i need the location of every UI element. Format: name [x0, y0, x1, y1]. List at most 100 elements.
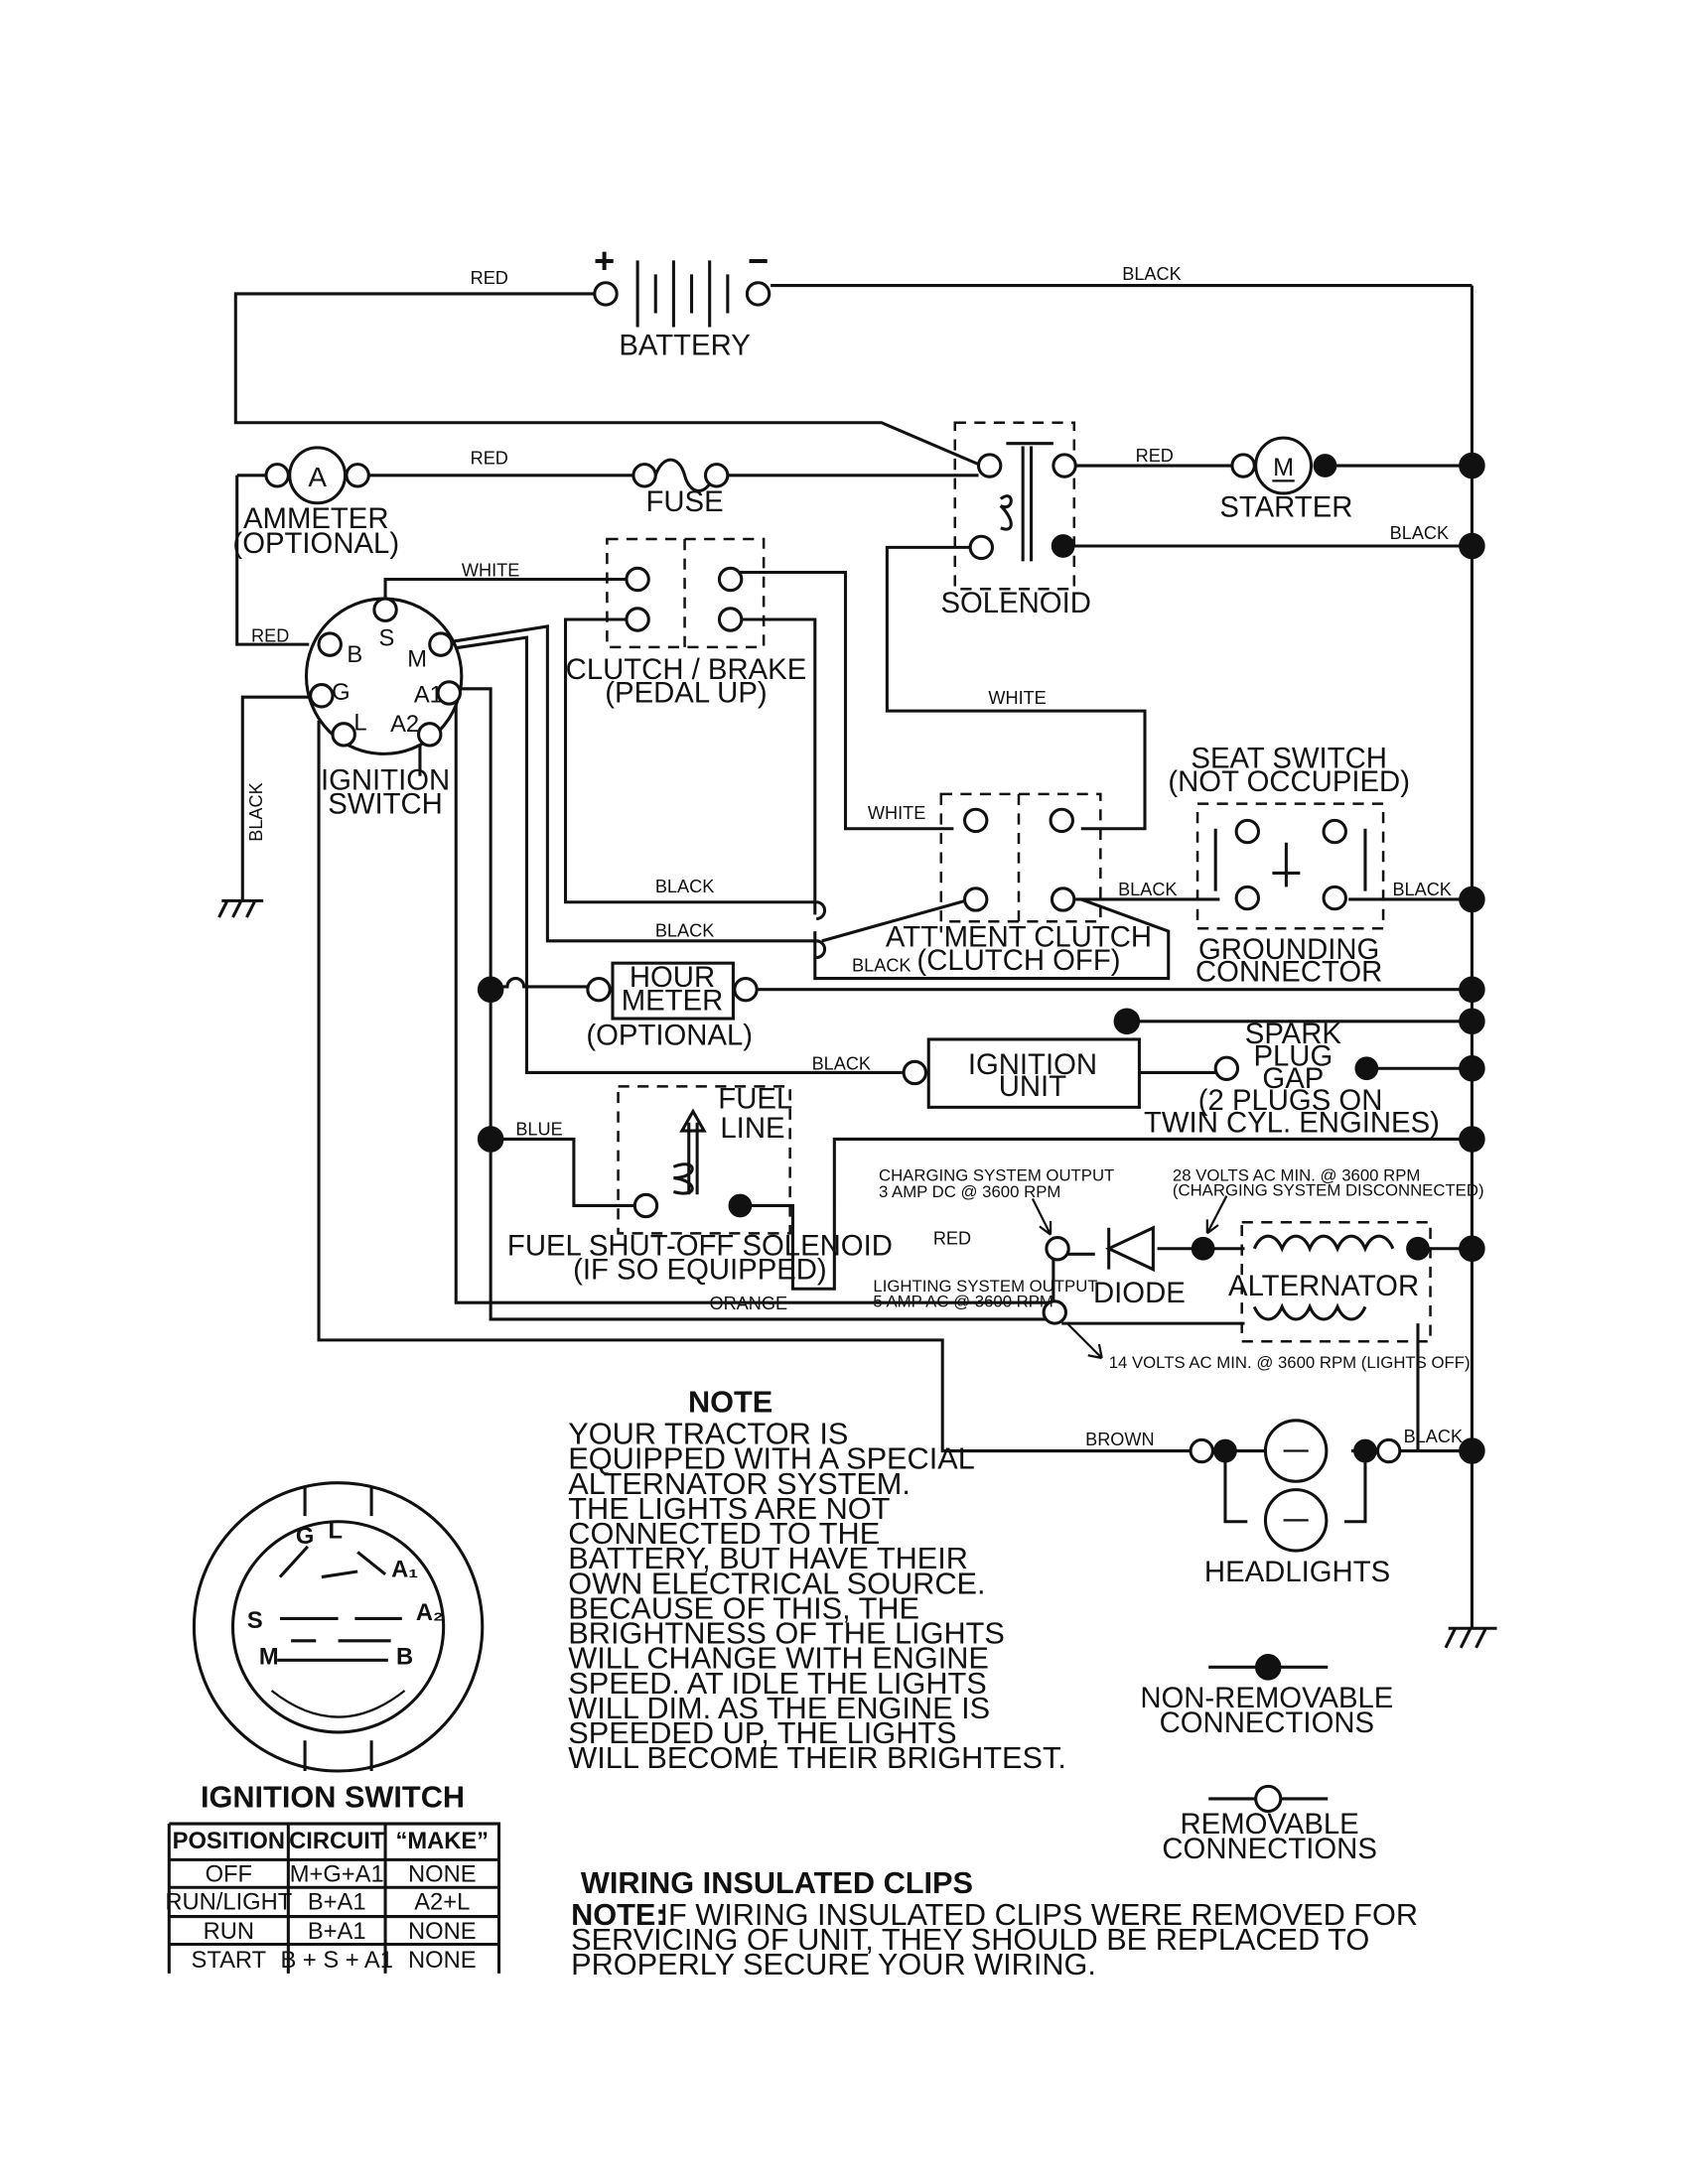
table-cell: B+A1 [308, 1890, 366, 1916]
wire-label-red: RED [251, 625, 289, 645]
table-cell: B+A1 [308, 1919, 366, 1945]
face-label-a2: A₂ [416, 1600, 444, 1626]
fuse-label: FUSE [645, 485, 723, 518]
face-label-s: S [247, 1608, 263, 1634]
grounding-connector-label-2: CONNECTOR [1195, 955, 1382, 988]
alternator-label: ALTERNATOR [1228, 1270, 1419, 1302]
wire-labels: RED BLACK RED RED BLACK WHITE RED WHITE … [246, 264, 1463, 1449]
headlights: HEADLIGHTS [1189, 1419, 1402, 1588]
battery-plus: + [594, 240, 615, 281]
face-label-a1: A₁ [391, 1558, 418, 1583]
wire-label-black-vertical: BLACK [246, 782, 266, 841]
terminal-l: L [353, 711, 366, 737]
wire-label-black: BLACK [655, 921, 714, 941]
charging-output: CHARGING SYSTEM OUTPUT [879, 1165, 1114, 1184]
diode-label: DIODE [1093, 1277, 1186, 1309]
battery-minus: − [748, 240, 769, 281]
ammeter-optional: (OPTIONAL) [232, 527, 399, 560]
hour-meter-optional: (OPTIONAL) [586, 1020, 753, 1052]
wire-label-black: BLACK [1118, 880, 1177, 899]
wire-label-red: RED [933, 1229, 971, 1249]
terminal-b: B [347, 642, 362, 668]
wire-label-black: BLACK [655, 877, 714, 896]
table-header: POSITION [173, 1829, 285, 1854]
wire-label-red: RED [1136, 446, 1174, 466]
lighting-output: LIGHTING SYSTEM OUTPUT [873, 1277, 1097, 1296]
table-header: CIRCUIT [289, 1829, 385, 1854]
face-label-m: M [259, 1645, 279, 1671]
alternator-note: NOTE YOUR TRACTOR IS EQUIPPED WITH A SPE… [568, 1384, 1066, 1775]
headlights-label: HEADLIGHTS [1204, 1556, 1390, 1588]
ac-28v-2: (CHARGING SYSTEM DISCONNECTED) [1173, 1181, 1484, 1200]
wire-label-black: BLACK [1392, 880, 1451, 899]
note-line: WILL CHANGE WITH ENGINE [568, 1641, 989, 1676]
seat-switch-sub: (NOT OCCUPIED) [1168, 765, 1410, 798]
table-cell: RUN/LIGHT [165, 1890, 292, 1916]
alternator: ALTERNATOR [1031, 1195, 1432, 1360]
face-label-l: L [329, 1518, 343, 1544]
fuse: FUSE [632, 458, 730, 518]
wire-label-brown: BROWN [1085, 1430, 1154, 1449]
wire-label-black: BLACK [1404, 1427, 1463, 1446]
ignition-table-title: IGNITION SWITCH [201, 1779, 465, 1814]
table-cell: RUN [204, 1919, 254, 1945]
lighting-output-2: 5 AMP AC @ 3600 RPM [873, 1292, 1052, 1310]
wire-label-black: BLACK [1122, 264, 1181, 284]
note-line: CONNECTED TO THE [568, 1516, 880, 1551]
terminal-g: G [332, 680, 350, 706]
terminal-m: M [407, 646, 427, 672]
note-line: OWN ELECTRICAL SOURCE. [568, 1566, 985, 1600]
charging-output-2: 3 AMP DC @ 3600 RPM [879, 1182, 1060, 1201]
ignition-switch-label-2: SWITCH [328, 787, 443, 820]
starter-label: STARTER [1219, 491, 1352, 524]
wire-label-white: WHITE [462, 561, 519, 581]
legend-removable: REMOVABLE [1181, 1808, 1359, 1841]
spark-plug-l5: TWIN CYL. ENGINES) [1144, 1106, 1440, 1139]
clips-line: PROPERLY SECURE YOUR WIRING. [571, 1947, 1096, 1981]
attachment-clutch-label: ATT'MENT CLUTCH [886, 920, 1152, 953]
clips-title: WIRING INSULATED CLIPS [581, 1865, 973, 1900]
grounding-connector-label: GROUNDING [1198, 933, 1379, 966]
table-cell: START [192, 1948, 267, 1974]
wire-label-black: BLACK [1390, 523, 1449, 543]
clutch-brake-label: CLUTCH / BRAKE [566, 653, 807, 686]
note-line: WILL DIM. AS THE ENGINE IS [568, 1691, 990, 1725]
fuel-line-label: FUEL [718, 1083, 792, 1116]
note-line: BECAUSE OF THIS, THE [568, 1590, 919, 1625]
table-cell: NONE [408, 1862, 477, 1888]
ignition-unit-label: IGNITION [968, 1048, 1097, 1081]
terminal-a1: A1 [414, 683, 443, 709]
ignition-switch-label: IGNITION [321, 764, 450, 797]
clips-line: IF WIRING INSULATED CLIPS WERE REMOVED F… [659, 1897, 1418, 1932]
table-cell: B + S + A1 [280, 1948, 392, 1974]
ammeter-letter: A [308, 462, 327, 492]
note-line: BRIGHTNESS OF THE LIGHTS [568, 1616, 1005, 1651]
fuel-solenoid-sub: (IF SO EQUIPPED) [573, 1253, 827, 1286]
spark-plug: SPARK PLUG GAP (2 PLUGS ON TWIN CYL. ENG… [1144, 1018, 1440, 1139]
table-cell: OFF [206, 1862, 252, 1888]
note-line: ALTERNATOR SYSTEM. [568, 1466, 911, 1501]
hour-meter: HOUR METER (OPTIONAL) [586, 961, 759, 1052]
note-line: SPEED. AT IDLE THE LIGHTS [568, 1666, 986, 1701]
wires [233, 284, 1474, 1629]
note-line: WILL BECOME THEIR BRIGHTEST. [568, 1740, 1066, 1775]
table-cell: NONE [408, 1919, 477, 1945]
hour-meter-label-2: METER [622, 985, 724, 1018]
starter-letter: M [1273, 454, 1294, 481]
clutch-brake-switch: CLUTCH / BRAKE (PEDAL UP) [566, 537, 807, 710]
note-line: EQUIPPED WITH A SPECIAL [568, 1441, 974, 1476]
ground-symbol [217, 898, 264, 918]
legend-removable-2: CONNECTIONS [1162, 1833, 1376, 1865]
clips-line: SERVICING OF UNIT, THEY SHOULD BE REPLAC… [571, 1922, 1369, 1957]
face-label-b: B [396, 1645, 413, 1671]
ammeter: A AMMETER (OPTIONAL) [232, 446, 399, 560]
solenoid: SOLENOID [940, 421, 1091, 619]
legend-non-removable-2: CONNECTIONS [1160, 1706, 1374, 1739]
note-line: SPEEDED UP, THE LIGHTS [568, 1715, 956, 1750]
note-line: BATTERY, BUT HAVE THEIR [568, 1541, 968, 1575]
ammeter-label: AMMETER [243, 502, 388, 535]
wire-label-black: BLACK [812, 1054, 871, 1074]
output-annotations: CHARGING SYSTEM OUTPUT 3 AMP DC @ 3600 R… [873, 1165, 1483, 1371]
ignition-unit: IGNITION UNIT [902, 1037, 1379, 1109]
